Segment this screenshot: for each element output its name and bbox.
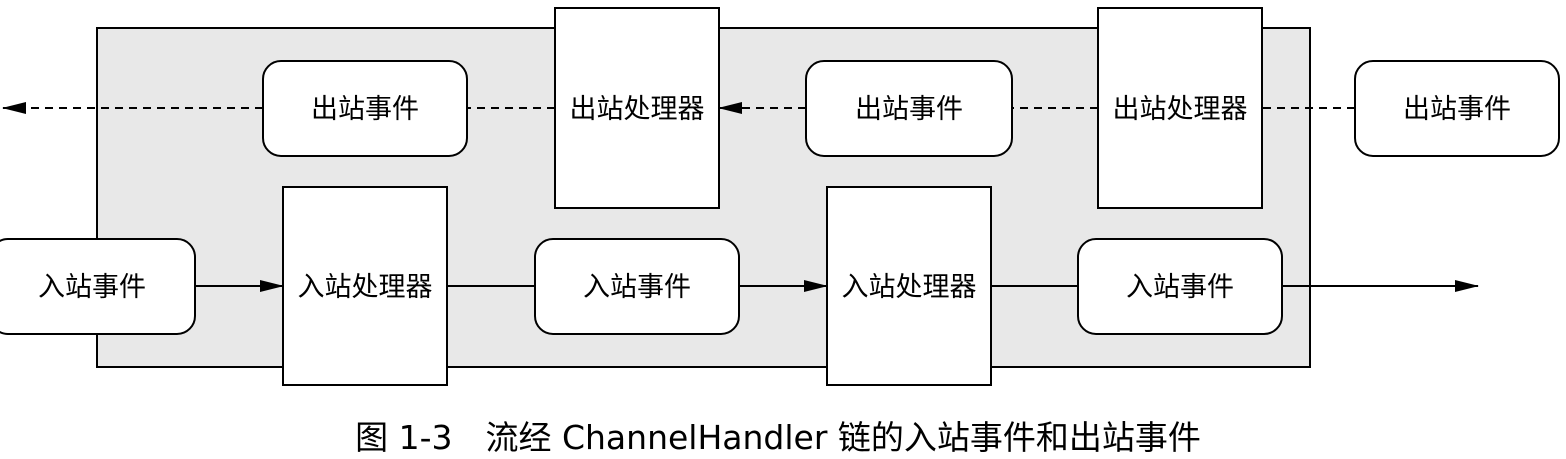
outbound-event-1: 出站事件 — [262, 60, 468, 157]
outbound-handler-1-label: 出站处理器 — [570, 94, 705, 125]
figure-caption: 图 1-3 流经 ChannelHandler 链的入站事件和出站事件 — [355, 418, 1201, 457]
inbound-handler-2-label: 入站处理器 — [842, 272, 977, 303]
inbound-event-2: 入站事件 — [534, 238, 740, 335]
outbound-event-1-label: 出站事件 — [311, 94, 419, 125]
inbound-handler-1: 入站处理器 — [282, 186, 448, 386]
outbound-event-3: 出站事件 — [1354, 60, 1560, 157]
outbound-handler-2: 出站处理器 — [1097, 7, 1263, 209]
inbound-event-2-label: 入站事件 — [583, 272, 691, 303]
inbound-event-3-label: 入站事件 — [1126, 272, 1234, 303]
outbound-handler-1: 出站处理器 — [554, 7, 720, 209]
inbound-event-1: 入站事件 — [0, 238, 196, 335]
outbound-handler-2-label: 出站处理器 — [1113, 94, 1248, 125]
outbound-event-2-label: 出站事件 — [855, 94, 963, 125]
outbound-event-3-label: 出站事件 — [1403, 94, 1511, 125]
outbound-event-2: 出站事件 — [805, 60, 1013, 157]
inbound-handler-1-label: 入站处理器 — [298, 272, 433, 303]
inbound-handler-2: 入站处理器 — [826, 186, 992, 386]
inbound-event-3: 入站事件 — [1077, 238, 1283, 335]
inbound-event-1-label: 入站事件 — [38, 272, 146, 303]
